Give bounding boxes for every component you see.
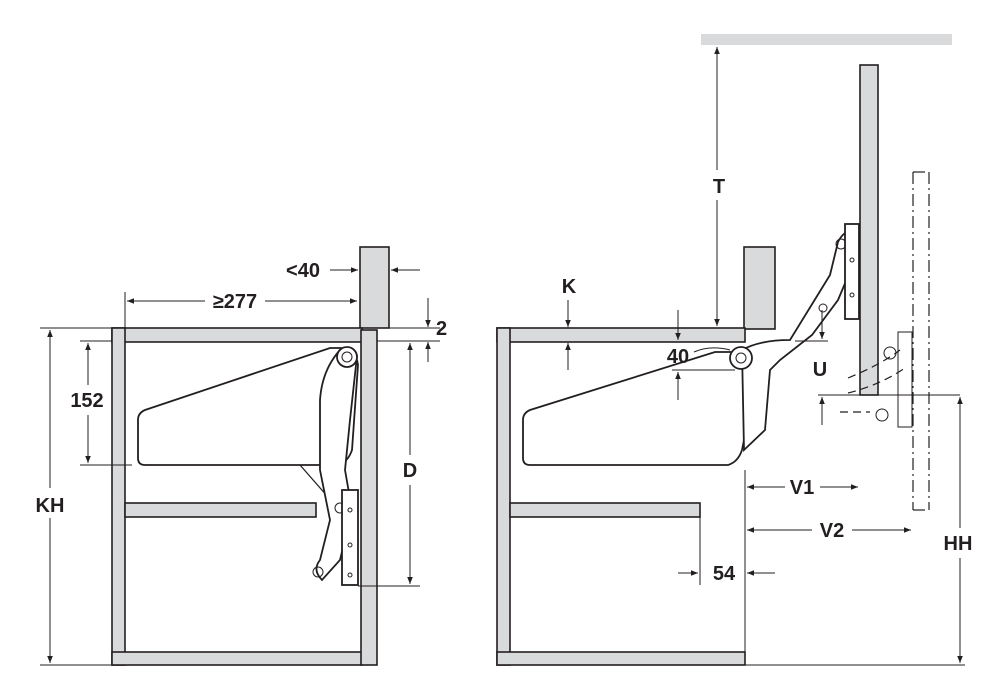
dim-v2-label: V2 bbox=[820, 520, 844, 542]
cabinet-top bbox=[496, 327, 746, 343]
cabinet-shelf bbox=[124, 502, 317, 518]
adjacent-panel bbox=[359, 246, 390, 329]
dim-k-label: K bbox=[562, 276, 577, 298]
cabinet-bottom bbox=[496, 651, 746, 666]
dim-gap-label: 2 bbox=[436, 318, 447, 340]
ceiling bbox=[701, 34, 952, 45]
cabinet-shelf bbox=[509, 502, 701, 518]
cabinet-top bbox=[111, 327, 363, 343]
dim-u-label: U bbox=[813, 359, 827, 381]
open-door bbox=[859, 64, 879, 396]
adjacent-panel bbox=[743, 246, 776, 330]
cabinet-side bbox=[496, 327, 511, 666]
dim-hh-label: HH bbox=[944, 533, 973, 555]
dim-v1-label: V1 bbox=[790, 477, 814, 499]
lift-mechanism bbox=[137, 346, 359, 586]
dim-152-label: 152 bbox=[70, 390, 103, 412]
dim-kh-label: KH bbox=[36, 495, 65, 517]
left-cabinet bbox=[111, 246, 390, 666]
dim-40-label: 40 bbox=[667, 346, 689, 368]
cabinet-bottom bbox=[111, 651, 363, 666]
cabinet-door bbox=[360, 329, 378, 666]
dim-min-depth-label: ≥277 bbox=[213, 291, 257, 313]
left-dimensions: <40 ≥277 2 152 KH D bbox=[36, 260, 447, 666]
dim-54-label: 54 bbox=[713, 563, 736, 585]
right-dimensions: T K 40 U V1 V2 HH 54 bbox=[562, 47, 973, 666]
dim-overhang-label: <40 bbox=[286, 260, 320, 282]
dim-t-label: T bbox=[713, 176, 725, 198]
cabinet-side bbox=[111, 327, 126, 666]
dim-d-label: D bbox=[403, 460, 417, 482]
